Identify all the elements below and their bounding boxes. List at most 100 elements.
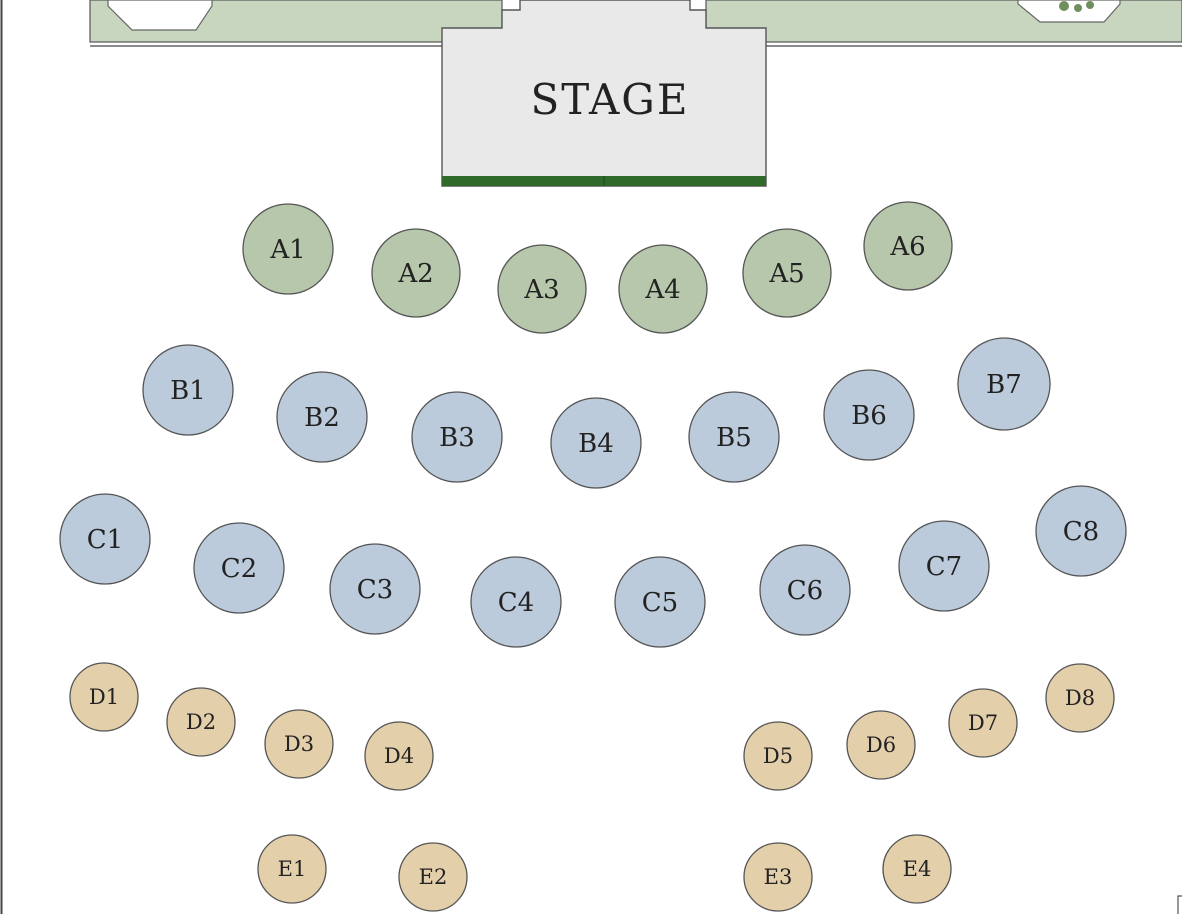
- table-label: E1: [278, 857, 307, 881]
- table-label: A4: [644, 275, 680, 305]
- table-e4: E4: [882, 834, 952, 904]
- table-a1: A1: [242, 203, 334, 295]
- table-label: D4: [384, 744, 414, 768]
- table-label: D3: [284, 732, 314, 756]
- table-a4: A4: [618, 244, 708, 334]
- table-circle: [759, 544, 851, 636]
- table-circle: [1045, 663, 1115, 733]
- table-label: D8: [1065, 686, 1095, 710]
- table-b1: B1: [142, 344, 234, 436]
- planter-left-icon: [107, 0, 213, 31]
- table-label: C4: [498, 588, 534, 618]
- table-d1: D1: [69, 662, 139, 732]
- table-circle: [364, 721, 434, 791]
- table-c4: C4: [470, 556, 562, 648]
- table-label: A2: [397, 259, 433, 289]
- table-c1: C1: [59, 493, 151, 585]
- table-label: B7: [986, 370, 1022, 400]
- table-a2: A2: [371, 228, 461, 318]
- table-label: A6: [889, 232, 925, 262]
- table-label: C2: [221, 554, 257, 584]
- table-e3: E3: [743, 842, 813, 912]
- table-circle: [59, 493, 151, 585]
- table-circle: [264, 709, 334, 779]
- table-circle: [688, 391, 780, 483]
- table-circle: [957, 337, 1051, 431]
- table-d3: D3: [264, 709, 334, 779]
- table-circle: [470, 556, 562, 648]
- table-label: E2: [419, 865, 448, 889]
- stage: STAGE: [441, 0, 767, 187]
- table-d8: D8: [1045, 663, 1115, 733]
- table-b2: B2: [276, 371, 368, 463]
- table-circle: [948, 688, 1018, 758]
- table-b3: B3: [411, 391, 503, 483]
- corner-marker: [1177, 895, 1182, 914]
- table-label: C6: [787, 576, 823, 606]
- table-label: B4: [578, 429, 614, 459]
- table-circle: [898, 520, 990, 612]
- table-a5: A5: [742, 228, 832, 318]
- table-c8: C8: [1035, 485, 1127, 577]
- table-circle: [69, 662, 139, 732]
- table-label: A3: [523, 275, 559, 305]
- table-circle: [550, 397, 642, 489]
- table-circle: [411, 391, 503, 483]
- table-circle: [276, 371, 368, 463]
- table-d7: D7: [948, 688, 1018, 758]
- table-circle: [618, 244, 708, 334]
- table-c7: C7: [898, 520, 990, 612]
- table-circle: [193, 522, 285, 614]
- table-circle: [882, 834, 952, 904]
- table-label: D2: [186, 710, 216, 734]
- table-label: B1: [170, 376, 206, 406]
- table-a6: A6: [863, 201, 953, 291]
- table-label: D6: [866, 733, 896, 757]
- table-label: D7: [968, 711, 998, 735]
- table-label: B5: [716, 423, 752, 453]
- table-label: C8: [1063, 517, 1099, 547]
- table-label: C7: [926, 552, 962, 582]
- table-circle: [257, 834, 327, 904]
- table-circle: [742, 228, 832, 318]
- table-circle: [823, 369, 915, 461]
- table-label: B6: [851, 401, 887, 431]
- table-label: C3: [357, 575, 393, 605]
- table-label: C5: [642, 588, 678, 618]
- table-b4: B4: [550, 397, 642, 489]
- table-c2: C2: [193, 522, 285, 614]
- stage-label: STAGE: [530, 75, 689, 124]
- planter-right-icon: [1017, 0, 1121, 23]
- table-circle: [1035, 485, 1127, 577]
- table-label: E3: [764, 865, 793, 889]
- table-label: D1: [89, 685, 119, 709]
- plant-icon: [1059, 1, 1094, 12]
- table-circle: [863, 201, 953, 291]
- table-label: B3: [439, 423, 475, 453]
- garden-bed-right: [705, 0, 1182, 47]
- table-circle: [371, 228, 461, 318]
- table-d6: D6: [846, 710, 916, 780]
- table-circle: [242, 203, 334, 295]
- table-circle: [329, 543, 421, 635]
- table-label: A1: [269, 235, 305, 265]
- table-c5: C5: [614, 556, 706, 648]
- table-d2: D2: [166, 687, 236, 757]
- table-circle: [497, 244, 587, 334]
- table-b5: B5: [688, 391, 780, 483]
- table-circle: [614, 556, 706, 648]
- garden-bed-left: [89, 0, 503, 47]
- table-d5: D5: [743, 721, 813, 791]
- table-e2: E2: [398, 842, 468, 912]
- table-circle: [398, 842, 468, 912]
- table-circle: [743, 842, 813, 912]
- table-a3: A3: [497, 244, 587, 334]
- table-label: B2: [304, 403, 340, 433]
- table-c6: C6: [759, 544, 851, 636]
- table-label: A5: [768, 259, 804, 289]
- table-e1: E1: [257, 834, 327, 904]
- table-b7: B7: [957, 337, 1051, 431]
- table-circle: [846, 710, 916, 780]
